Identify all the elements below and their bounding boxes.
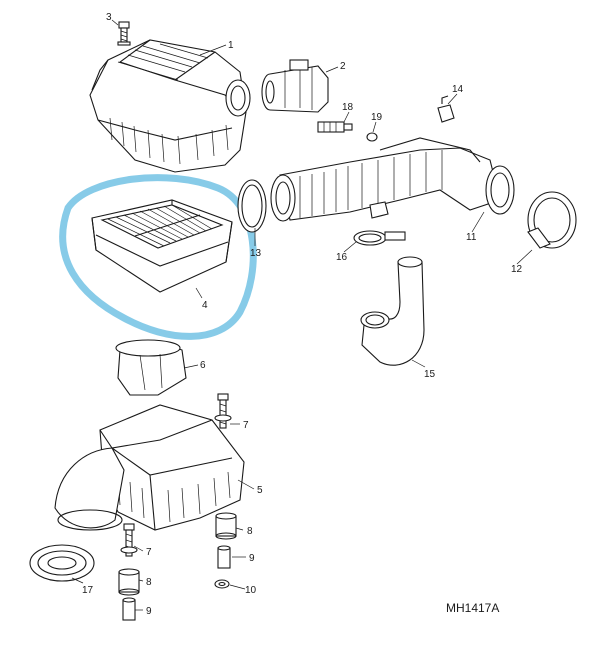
callout-8-upper: 8: [247, 526, 253, 537]
part-9-bush-lower: [122, 597, 136, 621]
callout-8-lower: 8: [146, 577, 152, 588]
part-6-duct: [115, 339, 187, 396]
callout-3: 3: [106, 12, 112, 23]
part-19-clip: [366, 132, 378, 142]
part-8-mount-upper: [215, 512, 237, 540]
part-12-clamp: [527, 191, 577, 249]
part-7-bolt-upper: [214, 393, 232, 429]
part-4-filter-element: [91, 199, 233, 293]
callout-11: 11: [466, 232, 477, 243]
part-7-bolt-lower: [120, 523, 138, 557]
part-15-j-hose: [360, 256, 425, 366]
part-14-clip: [437, 95, 455, 123]
part-5-base: [54, 404, 245, 531]
callout-12: 12: [511, 264, 523, 275]
callout-6: 6: [200, 360, 206, 371]
callout-18: 18: [342, 102, 354, 113]
callout-5: 5: [257, 485, 263, 496]
callout-17: 17: [82, 585, 94, 596]
part-18-sensor: [317, 121, 353, 133]
callout-7-upper: 7: [243, 420, 249, 431]
part-2-sensor: [261, 59, 329, 113]
drawing-code: MH1417A: [446, 601, 499, 615]
part-1-cover: [89, 39, 251, 173]
callout-15: 15: [424, 369, 436, 380]
callout-9-upper: 9: [249, 553, 255, 564]
callout-10: 10: [245, 585, 257, 596]
part-8-mount-lower: [118, 568, 140, 596]
callout-9-lower: 9: [146, 606, 152, 617]
highlight-circle: [59, 174, 257, 340]
part-17-grommet: [29, 544, 95, 582]
callout-13: 13: [250, 248, 262, 259]
callouts: 3 1 2 4 6 7 5 8 7 8 9 9 10 17 13 16 18 1…: [82, 12, 523, 617]
callout-1: 1: [228, 40, 234, 51]
part-3-bolt: [117, 21, 131, 46]
part-16-hose-clip: [353, 230, 406, 246]
callout-2: 2: [340, 61, 346, 72]
part-13-seal: [237, 179, 267, 233]
callout-7-lower: 7: [146, 547, 152, 558]
callout-16: 16: [336, 252, 348, 263]
part-9-bush-upper: [217, 545, 231, 569]
part-11-intake-hose: [270, 137, 515, 222]
leader-lines: [71, 19, 533, 611]
callout-19: 19: [371, 112, 383, 123]
callout-14: 14: [452, 84, 464, 95]
part-10-washer: [214, 579, 230, 589]
callout-4: 4: [202, 300, 208, 311]
